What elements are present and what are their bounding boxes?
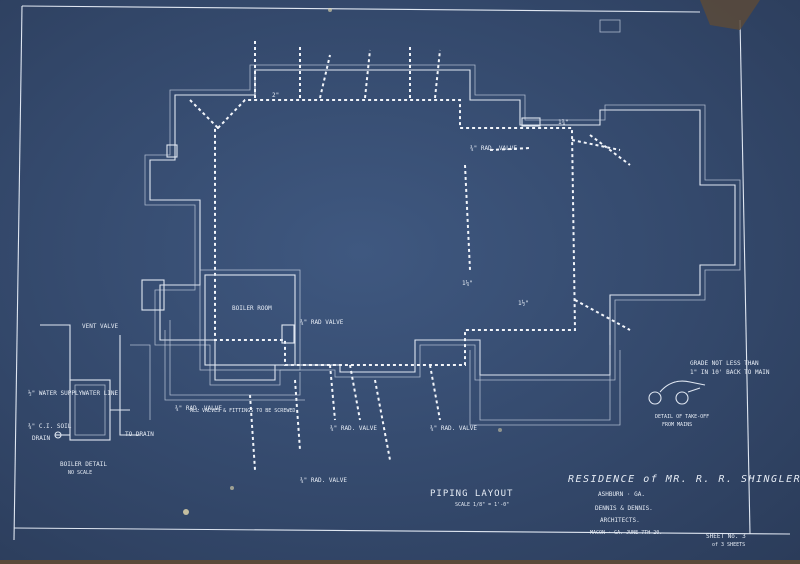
sheet-total: of 3 SHEETS	[712, 542, 745, 548]
rad-valve-label-4: ¾" RAD. VALVE	[300, 477, 347, 484]
dim-label-2: 2"	[272, 92, 279, 99]
city-date: MACON · GA. JUNE 7TH 20.	[590, 530, 662, 536]
boiler-detail	[40, 324, 151, 441]
grade-note: GRADE NOT LESS THAN 1" IN 10' BACK TO MA…	[655, 360, 770, 428]
rad-valve-label-2: ¾" RAD VALVE	[300, 319, 344, 326]
boiler-room-label: BOILER ROOM	[232, 305, 272, 312]
main-piping-loop	[214, 99, 577, 366]
take-off-detail	[648, 380, 706, 405]
vent-valve-label: VENT VALVE	[82, 323, 119, 330]
paper-stains	[183, 0, 760, 515]
dim-label-134: 1¾"	[558, 119, 569, 126]
dim-label-114: 1¼"	[462, 280, 473, 287]
to-drain-label: TO DRAIN	[125, 431, 154, 438]
drawing-scale: SCALE 1/8" = 1'-0"	[455, 502, 509, 508]
title-block: PIPING LAYOUT SCALE 1/8" = 1'-0" RESIDEN…	[430, 474, 800, 548]
dim-label-112: 1½"	[518, 300, 529, 307]
detail-take-off-line-1: DETAIL OF TAKE-OFF	[655, 414, 709, 420]
room-labels: BOILER ROOM BOILER DETAIL NO SCALE VENT …	[28, 305, 295, 476]
architects-word: ARCHITECTS.	[600, 517, 640, 524]
building-outline	[144, 19, 741, 426]
detail-take-off-line-2: FROM MAINS	[662, 422, 692, 428]
drain-label: DRAIN	[32, 435, 50, 442]
cast-iron-label: ¾" C.I. SOIL	[28, 423, 72, 430]
residence-location: ASHBURN · GA.	[598, 491, 645, 498]
drawing-title: PIPING LAYOUT	[430, 489, 513, 499]
valve-labels: ¾" RAD. VALVE ¾" RAD VALVE ¾" RAD. VALVE…	[175, 92, 569, 484]
sheet-border	[13, 5, 791, 541]
rad-valve-label-1: ¾" RAD. VALVE	[175, 405, 222, 412]
grade-note-line-1: GRADE NOT LESS THAN	[690, 360, 759, 367]
boiler-room	[141, 269, 305, 401]
branch-pipes	[189, 40, 631, 471]
boiler-detail-label: BOILER DETAIL	[60, 461, 107, 468]
grade-note-line-2: 1" IN 10' BACK TO MAIN	[690, 369, 770, 376]
water-supply-label: ½" WATER SUPPLY	[28, 390, 83, 397]
boiler-detail-scale: NO SCALE	[68, 470, 92, 476]
rad-valve-label-5: ¾" RAD. VALVE	[470, 145, 517, 152]
rad-valve-label-3: ¾" RAD. VALVE	[330, 425, 377, 432]
note-valves: ALL VALVES & FITTINGS TO BE SCREWED	[190, 408, 295, 414]
architects-name: DENNIS & DENNIS.	[595, 505, 653, 512]
residence-title: RESIDENCE of MR. R. R. SHINGLER	[568, 474, 800, 485]
rad-valve-label-6: ¾" RAD. VALVE	[430, 425, 477, 432]
water-line-label: WATER LINE	[82, 390, 119, 397]
sheet-number: SHEET No. 3	[706, 533, 746, 540]
